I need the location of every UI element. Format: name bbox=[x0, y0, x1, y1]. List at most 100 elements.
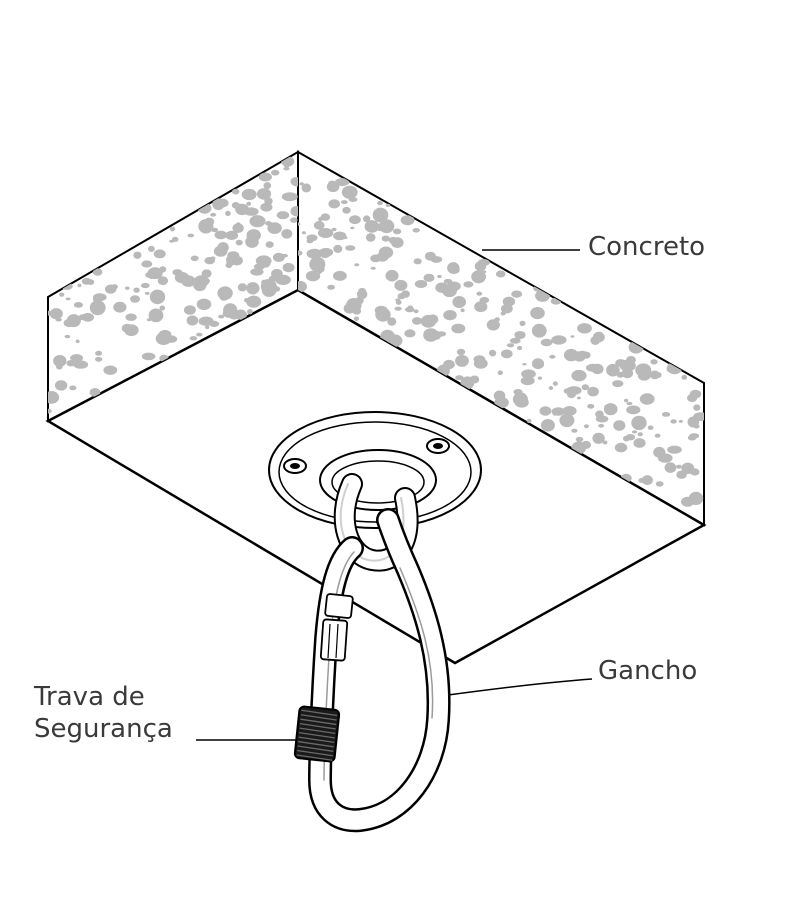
concrete-speckle bbox=[73, 360, 89, 369]
concrete-speckle bbox=[385, 269, 399, 282]
concrete-speckle bbox=[283, 167, 290, 171]
concrete-speckle bbox=[443, 310, 457, 321]
concrete-speckle bbox=[65, 297, 71, 301]
concrete-speckle bbox=[502, 296, 516, 307]
concrete-speckle bbox=[198, 316, 214, 326]
concrete-speckle bbox=[592, 432, 605, 444]
leader-lines bbox=[196, 249, 593, 741]
concrete-speckle bbox=[320, 213, 331, 221]
concrete-speckle bbox=[301, 183, 312, 193]
concrete-speckle bbox=[198, 219, 214, 234]
concrete-speckle bbox=[141, 352, 156, 361]
concrete-speckle bbox=[424, 251, 436, 261]
concrete-speckle bbox=[103, 365, 118, 375]
concrete-speckle bbox=[64, 334, 71, 339]
concrete-speckle bbox=[105, 284, 117, 294]
concrete-speckle bbox=[559, 413, 575, 428]
concrete-speckle bbox=[205, 325, 210, 330]
concrete-speckle bbox=[412, 228, 420, 233]
concrete-speckle bbox=[606, 363, 620, 377]
concrete-speckle bbox=[571, 369, 587, 382]
concrete-speckle bbox=[245, 235, 259, 248]
concrete-speckle bbox=[661, 412, 671, 417]
concrete-speckle bbox=[265, 241, 274, 248]
concrete-speckle bbox=[225, 210, 231, 216]
concrete-speckle bbox=[520, 376, 535, 386]
concrete-speckle bbox=[581, 384, 589, 391]
concrete-speckle bbox=[549, 354, 556, 359]
gate-sleeve bbox=[319, 593, 354, 662]
concrete-speckle bbox=[63, 318, 75, 328]
concrete-speckle bbox=[354, 263, 360, 267]
concrete-speckle bbox=[637, 432, 643, 437]
concrete-speckle bbox=[133, 251, 142, 259]
concrete-speckle bbox=[689, 389, 702, 399]
screw-left-hole bbox=[290, 463, 300, 469]
concrete-speckle bbox=[633, 438, 646, 448]
concrete-speckle bbox=[333, 270, 347, 281]
concrete-speckle bbox=[342, 236, 348, 240]
concrete-speckle bbox=[378, 219, 395, 234]
concrete-speckle bbox=[473, 358, 488, 369]
concrete-speckle bbox=[133, 287, 140, 293]
concrete-speckle bbox=[146, 318, 152, 322]
concrete-speckle bbox=[451, 323, 466, 334]
concrete-speckle bbox=[95, 356, 103, 362]
concrete-speckle bbox=[531, 358, 545, 370]
concrete-block bbox=[45, 150, 707, 665]
concrete-speckle bbox=[214, 230, 228, 240]
concrete-speckle bbox=[370, 266, 376, 270]
concrete-speckle bbox=[649, 370, 660, 380]
concrete-speckle bbox=[562, 406, 577, 416]
concrete-speckle bbox=[626, 405, 641, 415]
concrete-speckle bbox=[423, 273, 435, 282]
concrete-speckle bbox=[235, 239, 243, 246]
concrete-speckle bbox=[48, 391, 60, 404]
concrete-speckle bbox=[647, 425, 654, 431]
concrete-speckle bbox=[217, 242, 229, 253]
concrete-speckle bbox=[388, 236, 398, 244]
concrete-speckle bbox=[590, 336, 601, 345]
concrete-speckle bbox=[632, 430, 638, 434]
concrete-speckle bbox=[340, 200, 348, 205]
concrete-speckle bbox=[218, 314, 225, 319]
concrete-speckle bbox=[247, 309, 253, 315]
concrete-speckle bbox=[281, 192, 298, 202]
concrete-speckle bbox=[66, 360, 76, 367]
concrete-speckle bbox=[130, 295, 140, 303]
concrete-speckle bbox=[476, 291, 483, 296]
concrete-speckle bbox=[401, 290, 410, 298]
concrete-speckle bbox=[624, 398, 629, 403]
concrete-speckle bbox=[290, 217, 298, 223]
concrete-speckle bbox=[376, 252, 389, 262]
concrete-speckle bbox=[298, 222, 301, 226]
concrete-speckle bbox=[265, 221, 272, 226]
concrete-speckle bbox=[124, 324, 139, 337]
concrete-speckle bbox=[55, 317, 62, 322]
concrete-speckle bbox=[169, 239, 175, 243]
concrete-speckle bbox=[349, 215, 361, 225]
hook-leader-line bbox=[447, 678, 593, 696]
concrete-speckle bbox=[664, 462, 677, 473]
concrete-speckle bbox=[469, 375, 480, 384]
concrete-speckle bbox=[474, 261, 487, 272]
concrete-speckle bbox=[374, 305, 388, 316]
concrete-speckle bbox=[145, 272, 154, 278]
concrete-speckle bbox=[75, 339, 80, 344]
concrete-speckle bbox=[570, 335, 575, 338]
concrete-speckle bbox=[298, 281, 308, 293]
concrete-speckle bbox=[479, 296, 490, 304]
safety-lock-label: Trava de Segurança bbox=[34, 681, 173, 745]
concrete-speckle bbox=[497, 272, 502, 276]
concrete-speckle bbox=[281, 253, 288, 258]
concrete-speckle bbox=[539, 406, 552, 416]
concrete-speckle bbox=[407, 305, 414, 312]
concrete-speckle bbox=[228, 310, 240, 320]
concrete-speckle bbox=[333, 244, 343, 253]
concrete-speckle bbox=[412, 317, 422, 325]
concrete-speckle bbox=[548, 386, 554, 390]
concrete-speckle bbox=[535, 290, 550, 302]
concrete-speckle bbox=[318, 247, 334, 257]
concrete-speckle bbox=[509, 337, 521, 344]
